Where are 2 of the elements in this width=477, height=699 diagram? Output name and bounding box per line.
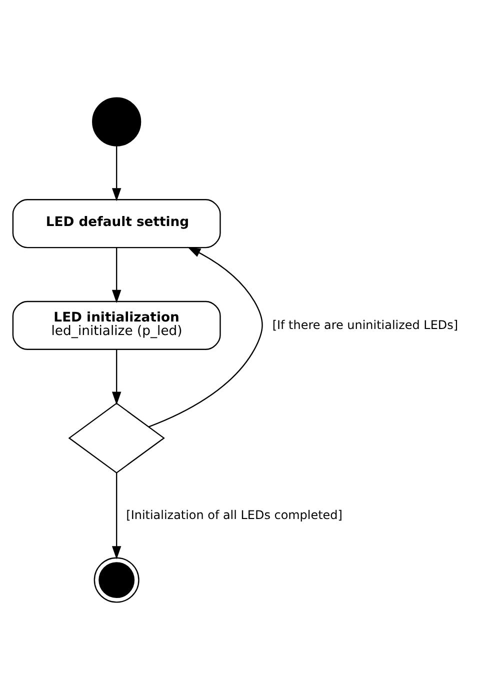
edge-label: [If there are uninitialized LEDs] — [272, 318, 458, 332]
edge-label: [Initialization of all LEDs completed] — [126, 507, 342, 522]
